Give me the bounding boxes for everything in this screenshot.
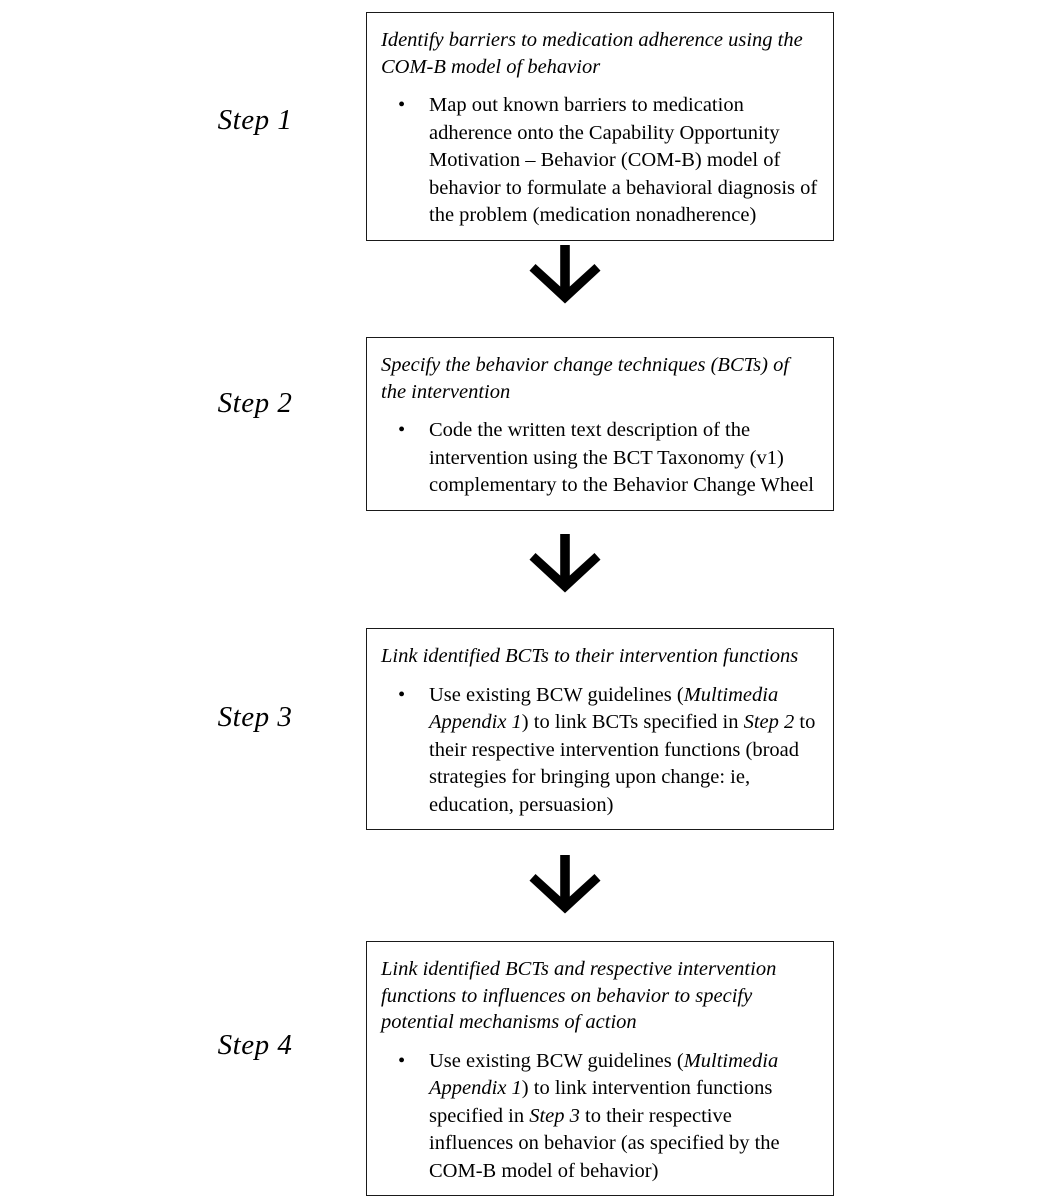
list-item: • Use existing BCW guidelines (Multimedi… bbox=[381, 1048, 821, 1185]
bullet-text: Map out known barriers to medication adh… bbox=[429, 94, 818, 227]
step-label-3: Step 3 bbox=[217, 701, 293, 733]
list-item: • Code the written text description of t… bbox=[381, 417, 821, 499]
step-label-1: Step 1 bbox=[217, 104, 293, 136]
arrow-down-icon-2 bbox=[526, 534, 604, 598]
step-bullet-list-2: • Code the written text description of t… bbox=[381, 417, 821, 499]
step-heading-3: Link identified BCTs to their interventi… bbox=[381, 645, 799, 667]
step-bullet-list-4: • Use existing BCW guidelines (Multimedi… bbox=[381, 1048, 821, 1185]
step-label-2: Step 2 bbox=[217, 387, 293, 419]
step-box-4: Link identified BCTs and respective inte… bbox=[366, 941, 834, 1196]
step-box-2: Specify the behavior change techniques (… bbox=[366, 337, 834, 511]
step-heading-2: Specify the behavior change techniques (… bbox=[381, 354, 790, 403]
bullet-icon: • bbox=[398, 683, 406, 706]
step-bullet-list-3: • Use existing BCW guidelines (Multimedi… bbox=[381, 682, 821, 819]
step-heading-4: Link identified BCTs and respective inte… bbox=[381, 958, 777, 1034]
list-item: • Use existing BCW guidelines (Multimedi… bbox=[381, 682, 821, 819]
bullet-icon: • bbox=[398, 419, 406, 442]
bullet-text: Use existing BCW guidelines (Multimedia … bbox=[429, 1049, 780, 1182]
bullet-icon: • bbox=[398, 94, 406, 117]
step-box-1: Identify barriers to medication adherenc… bbox=[366, 12, 834, 241]
step-box-3: Link identified BCTs to their interventi… bbox=[366, 628, 834, 830]
bullet-text: Code the written text description of the… bbox=[429, 419, 815, 497]
step-bullet-list-1: • Map out known barriers to medication a… bbox=[381, 92, 821, 229]
list-item: • Map out known barriers to medication a… bbox=[381, 92, 821, 229]
step-label-4: Step 4 bbox=[217, 1029, 293, 1061]
step-heading-1: Identify barriers to medication adherenc… bbox=[381, 29, 803, 78]
bullet-text: Use existing BCW guidelines (Multimedia … bbox=[429, 683, 816, 816]
arrow-down-icon-1 bbox=[526, 245, 604, 309]
bullet-icon: • bbox=[398, 1049, 406, 1072]
arrow-down-icon-3 bbox=[526, 855, 604, 919]
